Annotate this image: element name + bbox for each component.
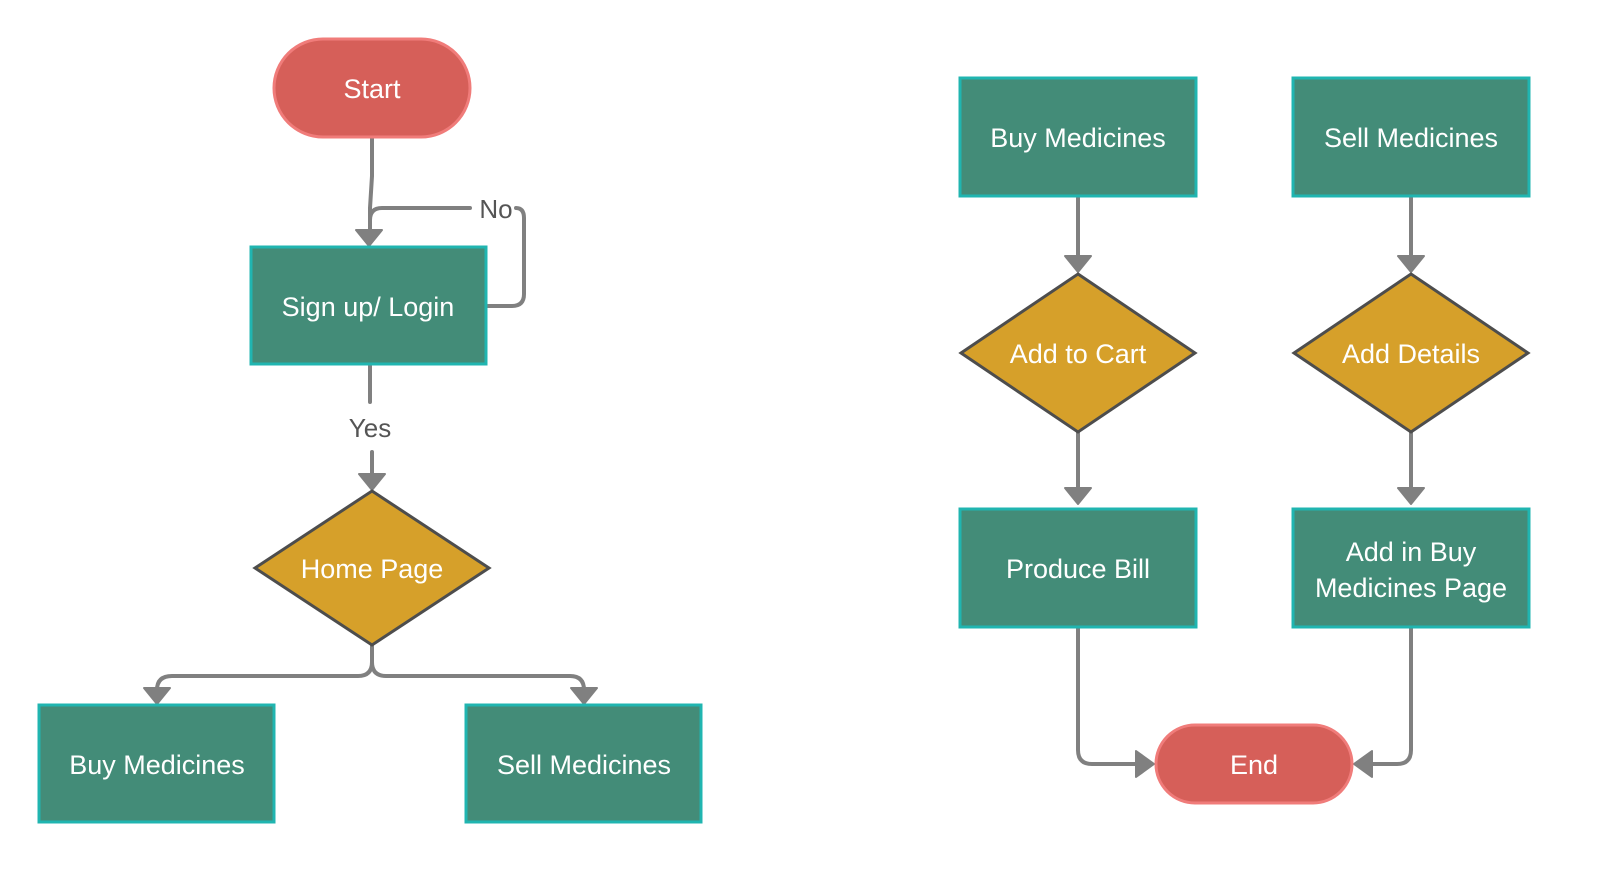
connector-no-loop-right <box>486 206 526 308</box>
connector-buypage-to-end <box>1368 626 1413 766</box>
add-to-cart-label: Add to Cart <box>1010 339 1147 369</box>
end-label: End <box>1230 750 1278 780</box>
connector-home-to-buy <box>155 644 374 692</box>
arrowhead-buypage-in <box>1397 487 1425 505</box>
right-buy-medicines-process: Buy Medicines <box>958 76 1198 198</box>
arrowhead-signup-in <box>355 229 383 247</box>
arrowhead-end-right-in <box>1353 750 1373 778</box>
arrowhead-home-in <box>358 473 386 491</box>
left-buy-medicines-label: Buy Medicines <box>69 750 245 780</box>
arrowhead-bill-in <box>1064 487 1092 505</box>
add-in-buy-page-process: Add in Buy Medicines Page <box>1291 507 1531 629</box>
add-details-label: Add Details <box>1342 339 1480 369</box>
signup-login-process: Sign up/ Login <box>249 245 488 366</box>
arrowhead-details-in <box>1397 255 1425 273</box>
left-sell-medicines-process: Sell Medicines <box>464 703 703 824</box>
home-page-decision: Home Page <box>252 489 492 647</box>
connector-no-loop-top <box>368 206 472 224</box>
connector-home-to-sell <box>370 660 586 692</box>
add-to-cart-decision: Add to Cart <box>958 272 1198 434</box>
edge-label-no: No <box>479 194 512 224</box>
add-details-decision: Add Details <box>1291 272 1531 434</box>
signup-login-label: Sign up/ Login <box>282 292 455 322</box>
start-terminal: Start <box>272 37 472 139</box>
arrowhead-cart-in <box>1064 255 1092 273</box>
end-terminal: End <box>1154 723 1354 805</box>
add-in-buy-page-label-line1: Add in Buy <box>1346 537 1477 567</box>
produce-bill-process: Produce Bill <box>958 507 1198 629</box>
produce-bill-label: Produce Bill <box>1006 554 1150 584</box>
arrowhead-buy-in <box>143 687 171 705</box>
right-sell-medicines-label: Sell Medicines <box>1324 123 1498 153</box>
left-buy-medicines-process: Buy Medicines <box>37 703 276 824</box>
edge-label-yes: Yes <box>349 413 391 443</box>
left-sell-medicines-label: Sell Medicines <box>497 750 671 780</box>
start-label: Start <box>343 74 401 104</box>
connector-bill-to-end <box>1076 626 1140 766</box>
right-buy-medicines-label: Buy Medicines <box>990 123 1166 153</box>
arrowhead-end-left-in <box>1135 750 1155 778</box>
right-sell-medicines-process: Sell Medicines <box>1291 76 1531 198</box>
arrowhead-sell-in <box>570 687 598 705</box>
add-in-buy-page-label-line2: Medicines Page <box>1315 573 1507 603</box>
home-page-label: Home Page <box>301 554 444 584</box>
